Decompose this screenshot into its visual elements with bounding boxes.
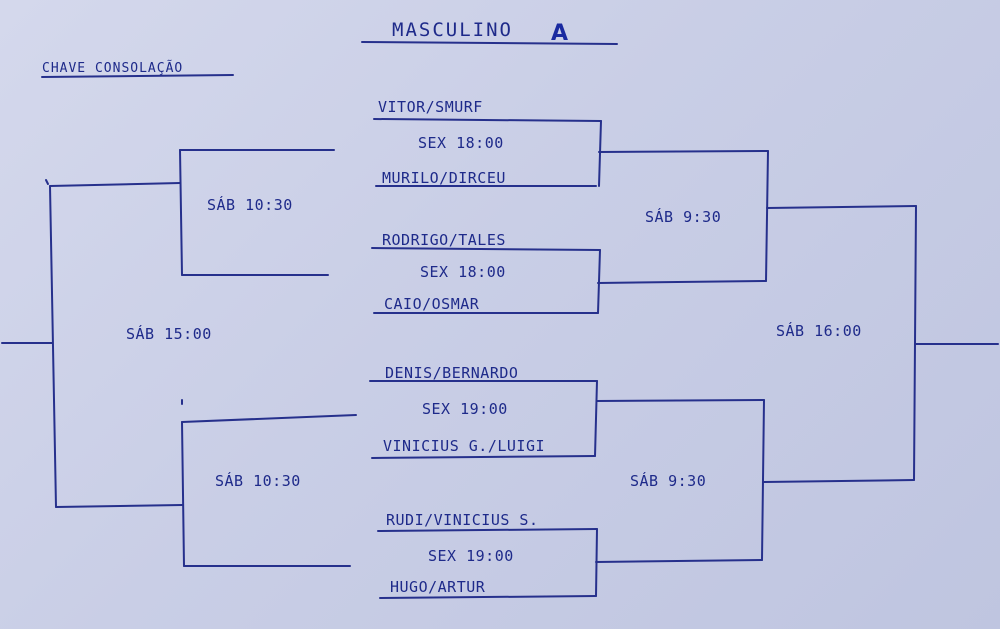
semi-connector	[765, 150, 769, 282]
final-connector	[49, 185, 57, 508]
team-rudi-vinicius: RUDI/VINICIUS S.	[386, 511, 539, 529]
team-denis-bernardo: DENIS/BERNARDO	[385, 364, 518, 382]
left-semi-bottom-time: SÁB 10:30	[215, 471, 301, 490]
match-time: SEX 18:00	[420, 263, 506, 281]
final-line	[763, 479, 915, 483]
winner-line	[598, 150, 769, 153]
semi-connector	[181, 421, 185, 567]
team-line	[371, 247, 601, 251]
semi-connector	[179, 149, 183, 276]
team-line	[371, 455, 596, 459]
match-2: RODRIGO/TALES SEX 18:00 CAIO/OSMAR	[371, 231, 601, 314]
winner-line	[597, 280, 767, 284]
left-semi-top-time: SÁB 10:30	[207, 195, 293, 214]
team-caio-osmar: CAIO/OSMAR	[384, 295, 480, 313]
team-rodrigo-tales: RODRIGO/TALES	[382, 231, 506, 249]
team-murilo-dirceu: MURILO/DIRCEU	[382, 169, 506, 187]
right-semi-bottom-time: SÁB 9:30	[630, 471, 706, 490]
bracket-label-underline	[41, 74, 234, 78]
team-vitor-smurf: VITOR/SMURF	[378, 98, 483, 116]
final-line	[55, 504, 183, 508]
title-text: MASCULINO	[392, 19, 513, 41]
right-final-time: SÁB 16:00	[776, 321, 862, 340]
match-4: RUDI/VINICIUS S. SEX 19:00 HUGO/ARTUR	[377, 511, 598, 599]
left-final-time: SÁB 15:00	[126, 324, 212, 343]
winner-line	[596, 399, 765, 402]
final-line	[49, 182, 181, 187]
team-hugo-artur: HUGO/ARTUR	[390, 578, 486, 596]
group-letter: A	[551, 21, 568, 46]
match-time: SEX 18:00	[418, 134, 504, 152]
semi-connector	[761, 399, 765, 561]
right-bracket: SÁB 9:30 SÁB 9:30 SÁB 16:00	[595, 150, 999, 563]
match-3: DENIS/BERNARDO SEX 19:00 VINICIUS G./LUI…	[369, 364, 598, 459]
right-semi-top-time: SÁB 9:30	[645, 207, 721, 226]
match-time: SEX 19:00	[422, 400, 508, 418]
match-connector	[594, 380, 598, 457]
team-line	[377, 528, 598, 532]
match-time: SEX 19:00	[428, 547, 514, 565]
bracket-label: CHAVE CONSOLAÇÃO	[42, 60, 183, 76]
team-line	[379, 595, 597, 599]
title-underline	[361, 41, 618, 45]
final-line	[766, 205, 917, 209]
match-connector	[597, 249, 601, 314]
slot-line	[181, 414, 357, 423]
ink-mark	[45, 179, 49, 185]
team-line	[373, 118, 602, 122]
left-bracket: SÁB 10:30 SÁB 10:30 SÁB 15:00	[1, 149, 357, 567]
match-1: VITOR/SMURF SEX 18:00 MURILO/DIRCEU	[373, 98, 602, 187]
team-vinicius-luigi: VINICIUS G./LUIGI	[383, 437, 545, 455]
winner-line	[595, 559, 763, 563]
match-connector	[598, 120, 602, 187]
